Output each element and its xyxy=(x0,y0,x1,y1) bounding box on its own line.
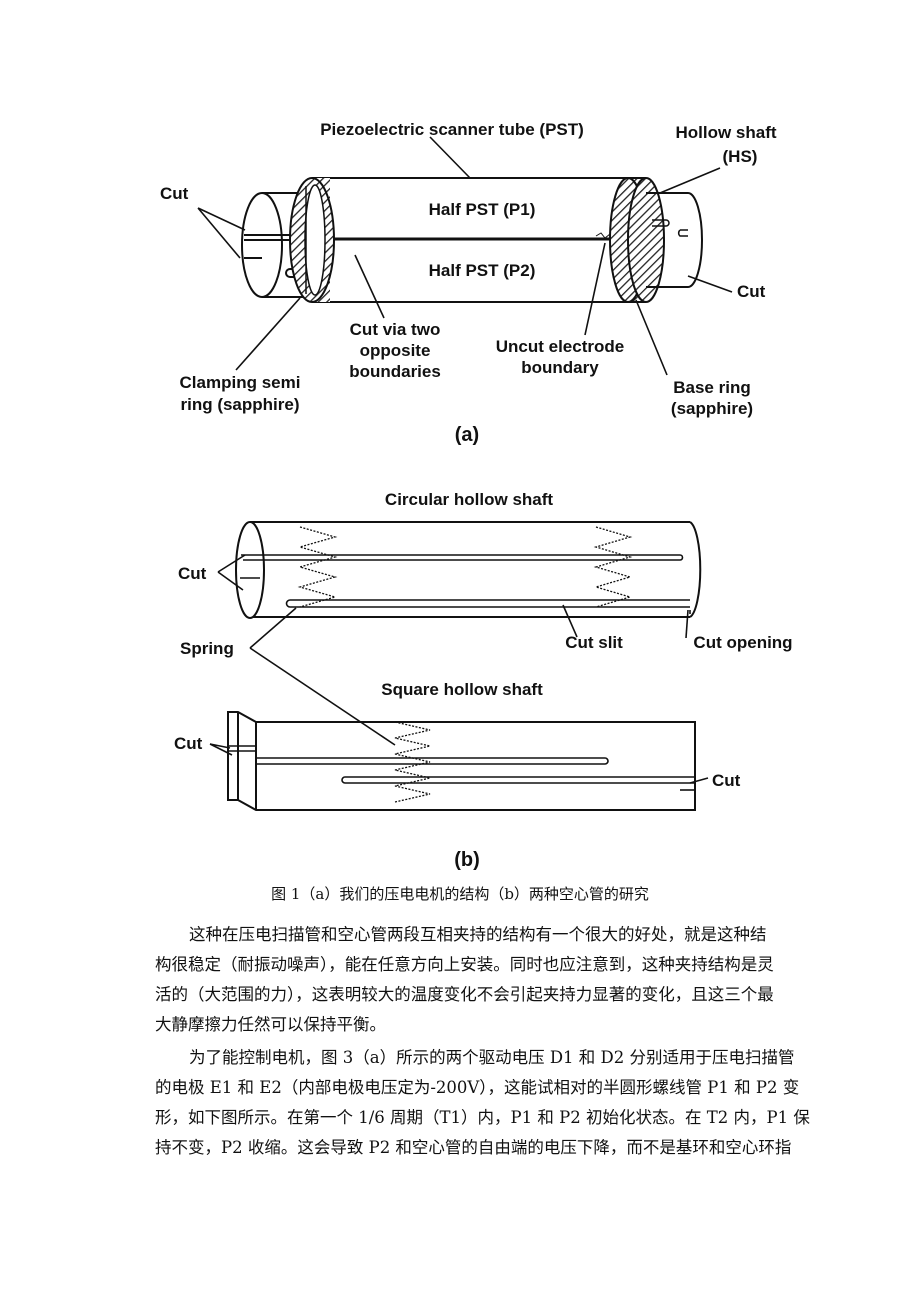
label-cut-opening: Cut opening xyxy=(693,633,792,652)
label-base-ring-2: (sapphire) xyxy=(671,399,753,418)
label-hs: (HS) xyxy=(723,147,758,166)
label-cut-b-left: Cut xyxy=(178,564,207,583)
label-spring: Spring xyxy=(180,639,234,658)
paragraph-1-line: 这种在压电扫描管和空心管两段互相夹持的结构有一个很大的好处，就是这种结 xyxy=(189,925,767,944)
square-springs xyxy=(394,721,431,803)
label-square-title: Square hollow shaft xyxy=(381,680,543,699)
label-cut-a-left: Cut xyxy=(160,184,189,203)
label-cut-via-2: opposite xyxy=(360,341,431,360)
figure-caption: 图 1（a）我们的压电电机的结构（b）两种空心管的研究 xyxy=(271,885,649,903)
label-clamping-2: ring (sapphire) xyxy=(180,395,299,414)
paragraph-2-line: 形，如下图所示。在第一个 1/6 周期（T1）内，P1 和 P2 初始化状态。在… xyxy=(155,1108,810,1127)
label-circular-title: Circular hollow shaft xyxy=(385,490,553,509)
right-hollow-shaft xyxy=(646,192,703,288)
base-ring xyxy=(609,177,665,303)
label-cut-via-1: Cut via two xyxy=(350,320,441,339)
circular-hollow-shaft xyxy=(235,521,702,619)
figure-a-drawing xyxy=(197,136,733,376)
pst-tube xyxy=(312,177,630,303)
circular-springs xyxy=(297,526,633,608)
paragraph-2-line: 持不变，P2 收缩。这会导致 P2 和空心管的自由端的电压下降，而不是基环和空心… xyxy=(155,1138,792,1157)
clamping-ring xyxy=(289,177,335,303)
label-cut-square-right: Cut xyxy=(712,771,741,790)
label-half-p1: Half PST (P1) xyxy=(429,200,536,219)
paragraph-2-line: 的电极 E1 和 E2（内部电极电压定为-200V），这能试相对的半圆形螺线管 … xyxy=(155,1078,800,1097)
label-base-ring-1: Base ring xyxy=(673,378,750,397)
label-clamping-1: Clamping semi xyxy=(180,373,301,392)
label-cut-square-left: Cut xyxy=(174,734,203,753)
label-cut-via-3: boundaries xyxy=(349,362,441,381)
square-hollow-shaft xyxy=(227,711,696,811)
label-uncut-2: boundary xyxy=(521,358,599,377)
figure-1: Piezoelectric scanner tube (PST) Hollow … xyxy=(160,120,793,871)
label-half-p2: Half PST (P2) xyxy=(429,261,536,280)
paragraph-1-line: 构很稳定（耐振动噪声），能在任意方向上安装。同时也应注意到，这种夹持结构是灵 xyxy=(155,955,774,974)
label-hollow-shaft: Hollow shaft xyxy=(675,123,776,142)
label-cut-a-right: Cut xyxy=(737,282,766,301)
paragraph-1-line: 大静摩擦力任然可以保持平衡。 xyxy=(155,1015,386,1034)
paragraph-2-line: 为了能控制电机，图 3（a）所示的两个驱动电压 D1 和 D2 分别适用于压电扫… xyxy=(189,1048,795,1067)
panel-label-b: (b) xyxy=(454,849,480,871)
paragraph-1: 这种在压电扫描管和空心管两段互相夹持的结构有一个很大的好处，就是这种结 构很稳定… xyxy=(155,920,774,1040)
panel-label-a: (a) xyxy=(455,424,479,446)
label-pst: Piezoelectric scanner tube (PST) xyxy=(320,120,584,139)
figure-b-leaders xyxy=(209,554,709,784)
label-uncut-1: Uncut electrode xyxy=(496,337,624,356)
figure-a-leaders xyxy=(197,136,733,376)
left-hollow-shaft xyxy=(241,192,305,298)
paragraph-1-line: 活的（大范围的力），这表明较大的温度变化不会引起夹持力显著的变化，且这三个最 xyxy=(155,985,774,1004)
label-cut-slit: Cut slit xyxy=(565,633,623,652)
paragraph-2: 为了能控制电机，图 3（a）所示的两个驱动电压 D1 和 D2 分别适用于压电扫… xyxy=(155,1043,810,1163)
